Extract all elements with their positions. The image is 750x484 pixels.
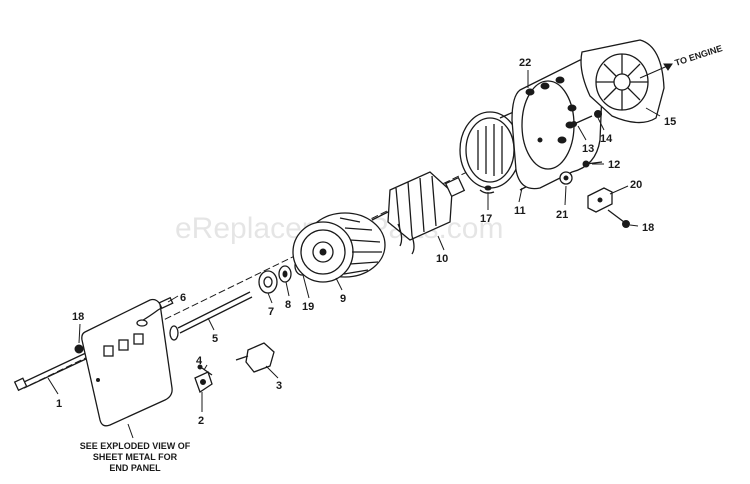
end-panel-note-line-2: SHEET METAL FOR bbox=[93, 452, 178, 462]
callout-20: 20 bbox=[630, 179, 642, 191]
callout-7: 7 bbox=[268, 306, 274, 318]
callout-18-left: 18 bbox=[72, 311, 84, 323]
callout-12: 12 bbox=[608, 159, 620, 171]
part-10-rotor bbox=[371, 171, 466, 255]
end-panel-note-line-3: END PANEL bbox=[109, 463, 161, 473]
part-2-connector bbox=[194, 371, 213, 394]
callout-19: 19 bbox=[302, 301, 314, 313]
callout-15: 15 bbox=[664, 116, 676, 128]
callout-2: 2 bbox=[198, 415, 204, 427]
callout-17: 17 bbox=[480, 213, 492, 225]
callout-11: 11 bbox=[514, 205, 526, 217]
part-20-bracket bbox=[587, 187, 613, 213]
callout-13: 13 bbox=[582, 143, 594, 155]
callout-3: 3 bbox=[276, 380, 282, 392]
part-12-screw bbox=[582, 160, 603, 168]
part-7-bearing bbox=[258, 270, 278, 294]
part-3-receptacle bbox=[235, 342, 275, 373]
end-panel-note-line-1: SEE EXPLODED VIEW OF bbox=[80, 441, 191, 451]
part-6-wire-lead bbox=[136, 296, 174, 327]
part-18-screw-right bbox=[607, 209, 630, 228]
part-18-nut-left bbox=[74, 344, 84, 354]
callout-22: 22 bbox=[519, 57, 531, 69]
callout-8: 8 bbox=[285, 299, 291, 311]
part-13-bolt bbox=[571, 115, 593, 127]
part-14-nut bbox=[594, 110, 602, 118]
callout-18-right: 18 bbox=[642, 222, 654, 234]
callout-9: 9 bbox=[340, 293, 346, 305]
part-1-through-bolt bbox=[13, 351, 89, 392]
callout-10: 10 bbox=[436, 253, 448, 265]
part-17-stator-detail bbox=[479, 189, 495, 194]
part-8-washer bbox=[278, 265, 292, 283]
callout-6: 6 bbox=[180, 292, 186, 304]
callout-5: 5 bbox=[212, 333, 218, 345]
callout-1: 1 bbox=[56, 398, 62, 410]
to-engine-arrow bbox=[639, 63, 673, 79]
part-21-nut bbox=[559, 171, 573, 185]
leader-lines bbox=[47, 70, 661, 439]
callout-21: 21 bbox=[556, 209, 568, 221]
part-4-screw bbox=[197, 364, 213, 376]
part-5-screw bbox=[169, 291, 253, 341]
part-9-fan bbox=[292, 212, 386, 283]
to-engine-label: TO ENGINE bbox=[674, 43, 724, 68]
part-15-engine-adapter bbox=[580, 39, 665, 124]
end-panel bbox=[81, 298, 173, 427]
callout-14: 14 bbox=[600, 133, 613, 145]
callout-4: 4 bbox=[196, 355, 203, 367]
